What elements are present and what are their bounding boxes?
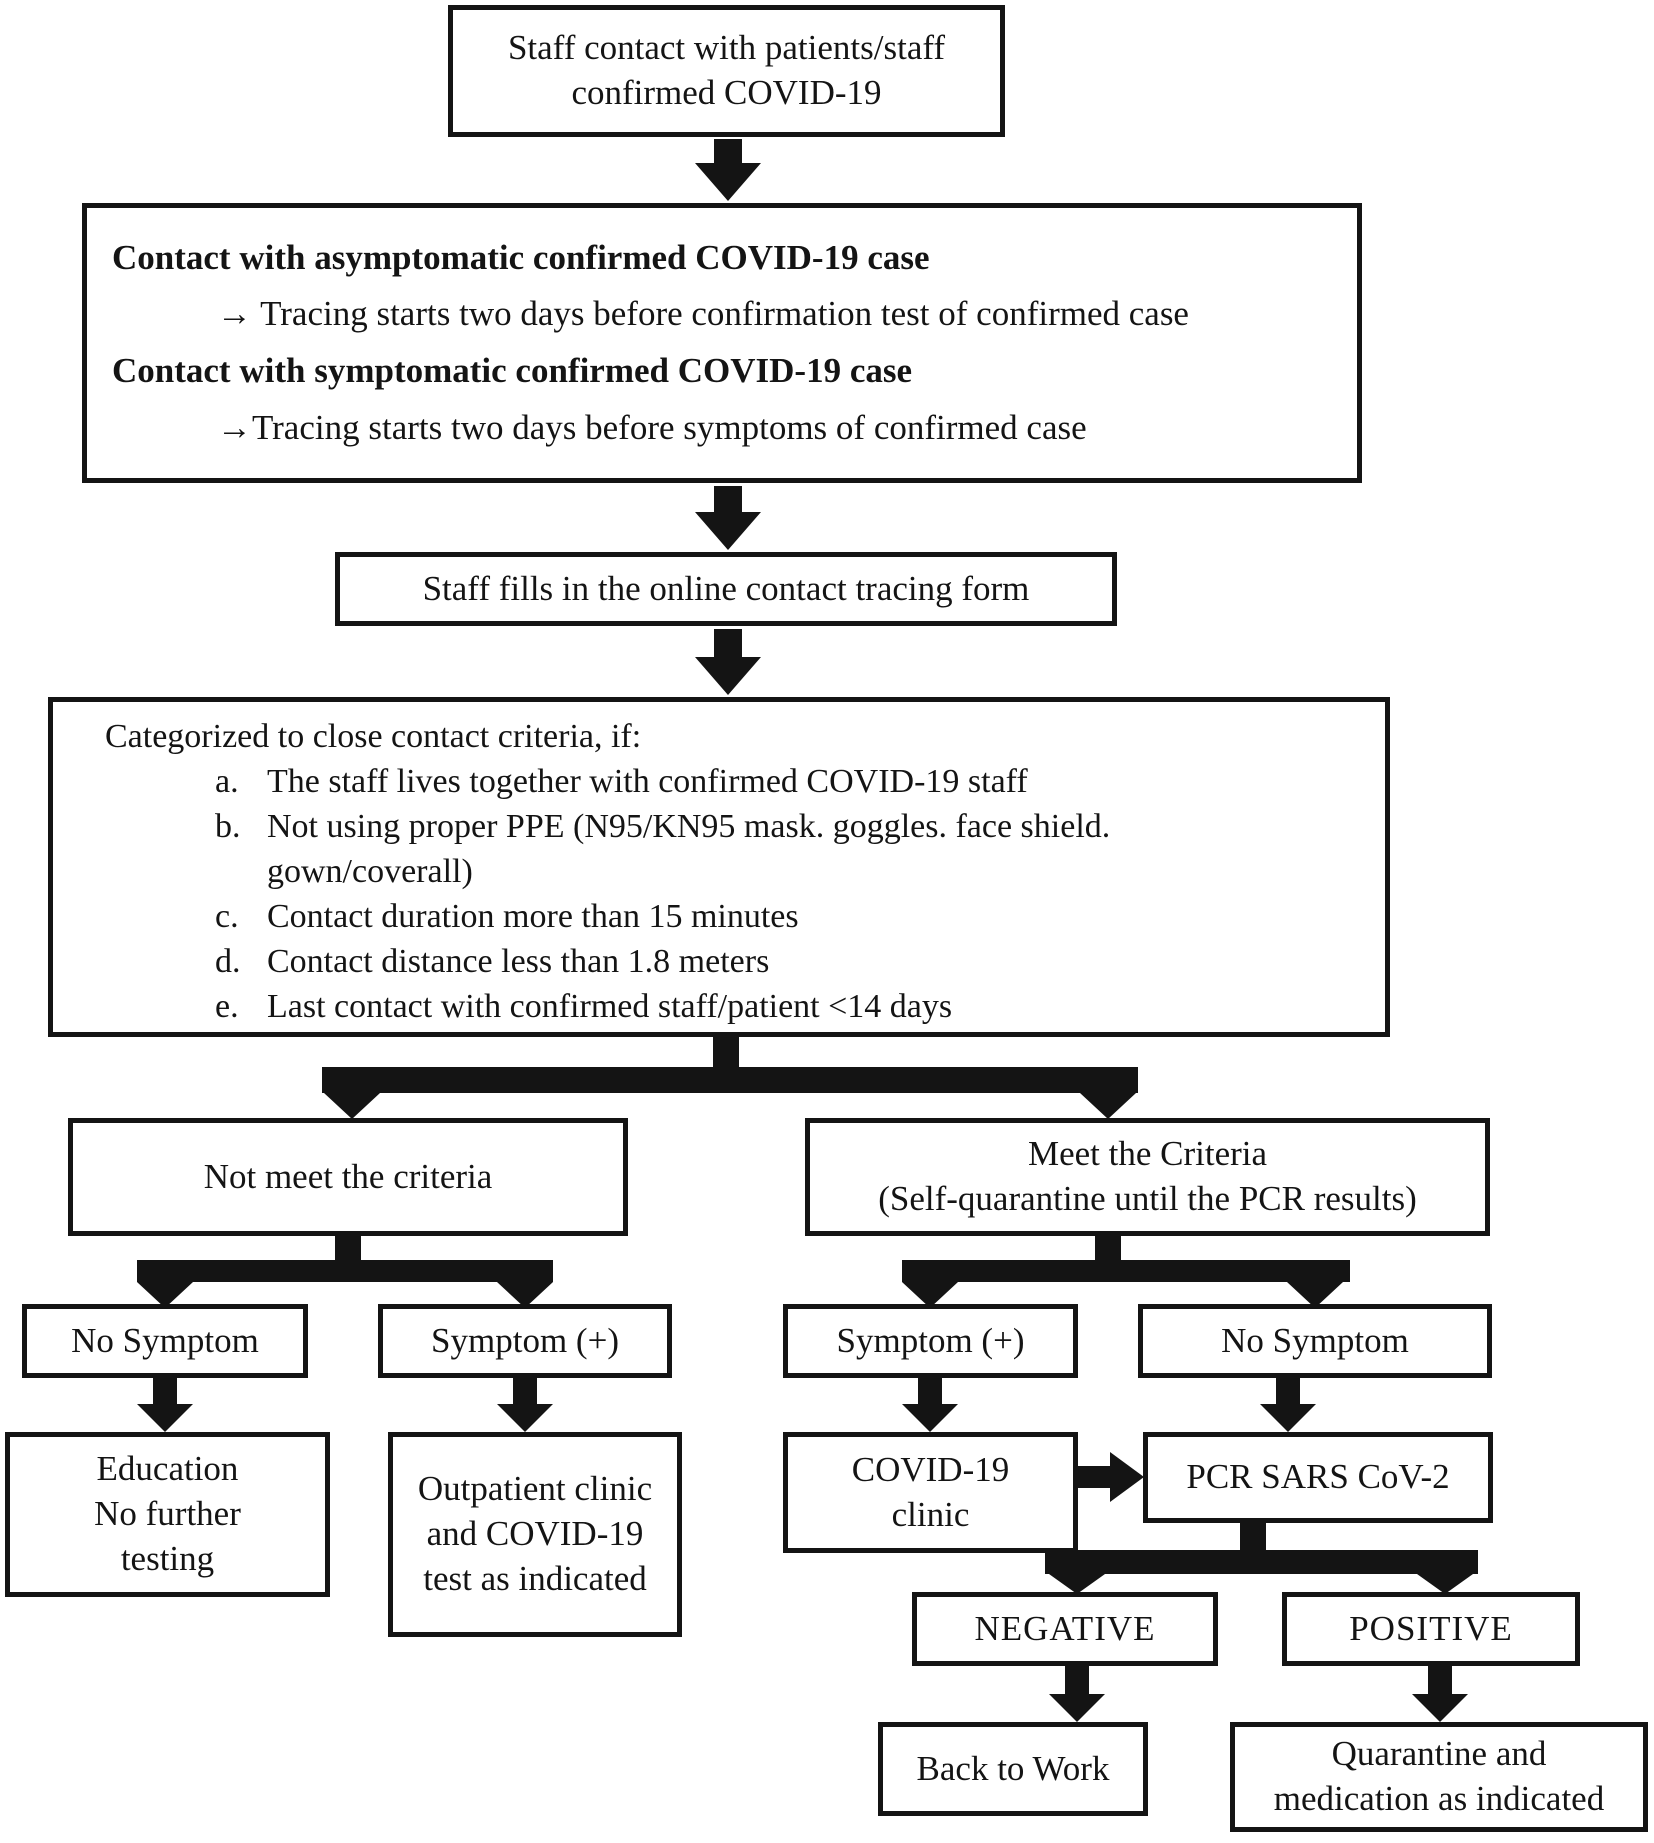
node-meet-criteria: Meet the Criteria (Self-quarantine until…: [805, 1118, 1490, 1236]
criteria-item: c. Contact duration more than 15 minutes: [215, 894, 1365, 939]
criteria-text: The staff lives together with confirmed …: [267, 763, 1028, 800]
node-education: Education No further testing: [5, 1432, 330, 1597]
arrow-head-down: [137, 1404, 193, 1432]
arrow-stem: [1428, 1666, 1452, 1694]
arrow-head-down: [695, 657, 761, 695]
arrow-head-to-meet: [1080, 1093, 1136, 1119]
criteria-item: d. Contact distance less than 1.8 meters: [215, 939, 1365, 984]
arrow-stem: [714, 486, 742, 512]
arrow-head-down: [1412, 1694, 1468, 1722]
arrow-head-to-symptom-right: [902, 1282, 958, 1308]
arrow-head-right-to-pcr: [1110, 1452, 1144, 1502]
criteria-text: Last contact with confirmed staff/patien…: [267, 988, 953, 1025]
arrow-tracing-to-form: [695, 486, 761, 550]
arrow-stem: [513, 1378, 537, 1404]
node-no-symptom-left: No Symptom: [22, 1304, 308, 1378]
arrow-stem: [714, 629, 742, 657]
node-symptom-left: Symptom (+): [378, 1304, 672, 1378]
criteria-item: b. Not using proper PPE (N95/KN95 mask. …: [215, 804, 1365, 894]
arrow-head-to-symptom-left: [497, 1282, 553, 1308]
arrow-head-to-negative: [1049, 1574, 1105, 1594]
arrow-head-to-no-symptom-left: [137, 1282, 193, 1308]
criteria-letter: b.: [215, 808, 241, 845]
arrow-head-down: [1260, 1404, 1316, 1432]
connector-stem: [713, 1037, 739, 1067]
arrow-contact-to-tracing: [695, 139, 761, 201]
connector-bar: [1045, 1550, 1478, 1574]
criteria-letter: e.: [215, 988, 239, 1025]
criteria-text: Contact distance less than 1.8 meters: [267, 943, 770, 980]
criteria-letter: c.: [215, 898, 239, 935]
criteria-item: a. The staff lives together with confirm…: [215, 759, 1365, 804]
criteria-letter: a.: [215, 763, 239, 800]
node-quarantine: Quarantine and medication as indicated: [1230, 1722, 1648, 1832]
node-close-contact-criteria: Categorized to close contact criteria, i…: [48, 697, 1390, 1037]
arrow-head-down: [1049, 1694, 1105, 1722]
arrow-to-back-to-work: [1049, 1666, 1105, 1722]
arrow-stem: [1276, 1378, 1300, 1404]
criteria-item: e. Last contact with confirmed staff/pat…: [215, 984, 1365, 1029]
arrow-head-down: [497, 1404, 553, 1432]
arrow-to-pcr: [1260, 1378, 1316, 1432]
arrow-form-to-criteria: [695, 629, 761, 695]
arrow-to-quarantine: [1412, 1666, 1468, 1722]
tracing-rule-line: → Tracing starts two days before confirm…: [217, 294, 1189, 334]
arrow-stem: [1065, 1666, 1089, 1694]
arrow-head-down: [695, 163, 761, 201]
tracing-rule-line: Contact with symptomatic confirmed COVID…: [112, 351, 913, 390]
arrow-to-covid-clinic: [902, 1378, 958, 1432]
arrow-to-outpatient: [497, 1378, 553, 1432]
node-staff-contact: Staff contact with patients/staff confir…: [448, 5, 1005, 137]
node-symptom-right: Symptom (+): [783, 1304, 1078, 1378]
connector-stem: [335, 1236, 361, 1260]
criteria-title: Categorized to close contact criteria, i…: [105, 718, 642, 755]
node-not-meet-criteria: Not meet the criteria: [68, 1118, 628, 1236]
connector-stem: [1095, 1236, 1121, 1260]
arrow-head-to-positive: [1417, 1574, 1473, 1594]
node-covid-clinic: COVID-19 clinic: [783, 1432, 1078, 1553]
node-pcr-test: PCR SARS CoV-2: [1143, 1432, 1493, 1523]
node-positive-result: POSITIVE: [1282, 1592, 1580, 1666]
tracing-rule-line: Contact with asymptomatic confirmed COVI…: [112, 237, 930, 277]
node-back-to-work: Back to Work: [878, 1722, 1148, 1816]
criteria-letter: d.: [215, 943, 241, 980]
tracing-rule-line: →Tracing starts two days before symptoms…: [217, 407, 1087, 447]
arrow-stem: [714, 139, 742, 163]
node-no-symptom-right: No Symptom: [1138, 1304, 1492, 1378]
connector-bar: [322, 1067, 1138, 1093]
connector-stem-horizontal: [1078, 1466, 1112, 1488]
connector-stem: [1240, 1523, 1266, 1550]
criteria-text: Contact duration more than 15 minutes: [267, 898, 799, 935]
connector-bar: [137, 1260, 553, 1282]
arrow-head-down: [902, 1404, 958, 1432]
connector-bar: [902, 1260, 1350, 1282]
arrow-to-education: [137, 1378, 193, 1432]
arrow-head-to-no-symptom-right: [1287, 1282, 1343, 1308]
node-tracing-rules: Contact with asymptomatic confirmed COVI…: [82, 203, 1362, 483]
arrow-stem: [918, 1378, 942, 1404]
arrow-stem: [153, 1378, 177, 1404]
node-online-form: Staff fills in the online contact tracin…: [335, 552, 1117, 626]
criteria-text: Not using proper PPE (N95/KN95 mask. gog…: [267, 808, 1111, 890]
node-outpatient-clinic: Outpatient clinic and COVID-19 test as i…: [388, 1432, 682, 1637]
arrow-head-to-not-meet: [324, 1093, 380, 1119]
node-negative-result: NEGATIVE: [912, 1592, 1218, 1666]
arrow-head-down: [695, 512, 761, 550]
